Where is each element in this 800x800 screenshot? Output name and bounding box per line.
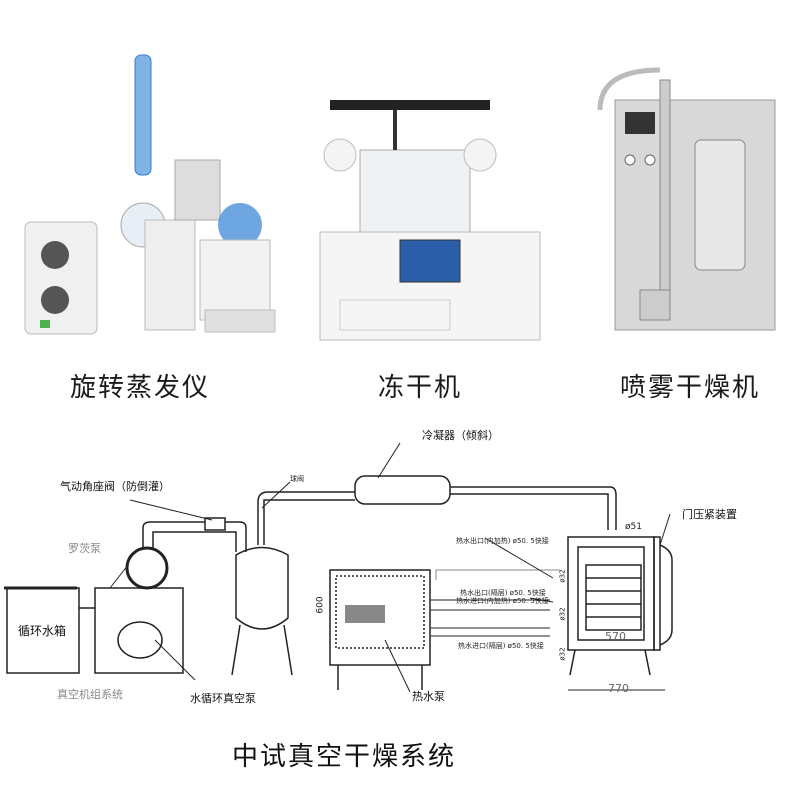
rotary-evaporator-image (24, 54, 276, 335)
label-hot-water-pump: 热水泵 (412, 690, 445, 703)
label-water-ring-pump: 水循环真空泵 (190, 692, 256, 705)
caption-rotary-evaporator: 旋转蒸发仪 (70, 373, 211, 403)
label-vacuum-unit: 真空机组系统 (57, 688, 123, 701)
roots-pump-shape (125, 546, 169, 590)
hot-water-box-shape (329, 569, 431, 666)
freeze-dryer-image (319, 100, 541, 341)
spray-dryer-image (597, 67, 776, 331)
label-roots-pump: 罗茨泵 (68, 542, 101, 555)
label-condenser: 冷凝器（倾斜） (422, 429, 499, 442)
dimension-51: ø51 (625, 522, 642, 532)
caption-freeze-dryer: 冻干机 (378, 373, 463, 403)
label-angle-valve: 气动角座阀（防倒灌） (60, 480, 170, 493)
condenser-shape (354, 475, 451, 505)
dimension-600: 600 (315, 596, 326, 614)
label-inlet-shelf: 热水进口(隔层) ø50. 5快接 (458, 642, 544, 650)
dimension-570: 570 (605, 630, 626, 643)
dimension-32-c: ø32 (558, 647, 567, 661)
diagram-title: 中试真空干燥系统 (232, 742, 457, 772)
label-water-tank: 循环水箱 (18, 624, 67, 638)
dimension-32-b: ø32 (558, 607, 567, 621)
label-ball-valve: 球阀 (290, 475, 304, 483)
vacuum-drying-system-diagram (4, 442, 673, 693)
dimension-32-a: ø32 (558, 569, 567, 583)
caption-spray-dryer: 喷雾干燥机 (620, 373, 761, 403)
water-ring-pump-shape (117, 621, 163, 659)
label-door-clamp: 门压紧装置 (682, 508, 737, 521)
label-inlet-inner: 热水进口(内加热) ø50. 5快接 (456, 597, 549, 605)
dimension-770: 770 (608, 682, 629, 695)
receiver-tank-shape (235, 546, 289, 630)
label-outlet-inner: 热水出口(内加热) ø50. 5快接 (456, 537, 549, 545)
label-outlet-shelf: 热水出口(隔层) ø50. 5快接 (460, 589, 546, 597)
